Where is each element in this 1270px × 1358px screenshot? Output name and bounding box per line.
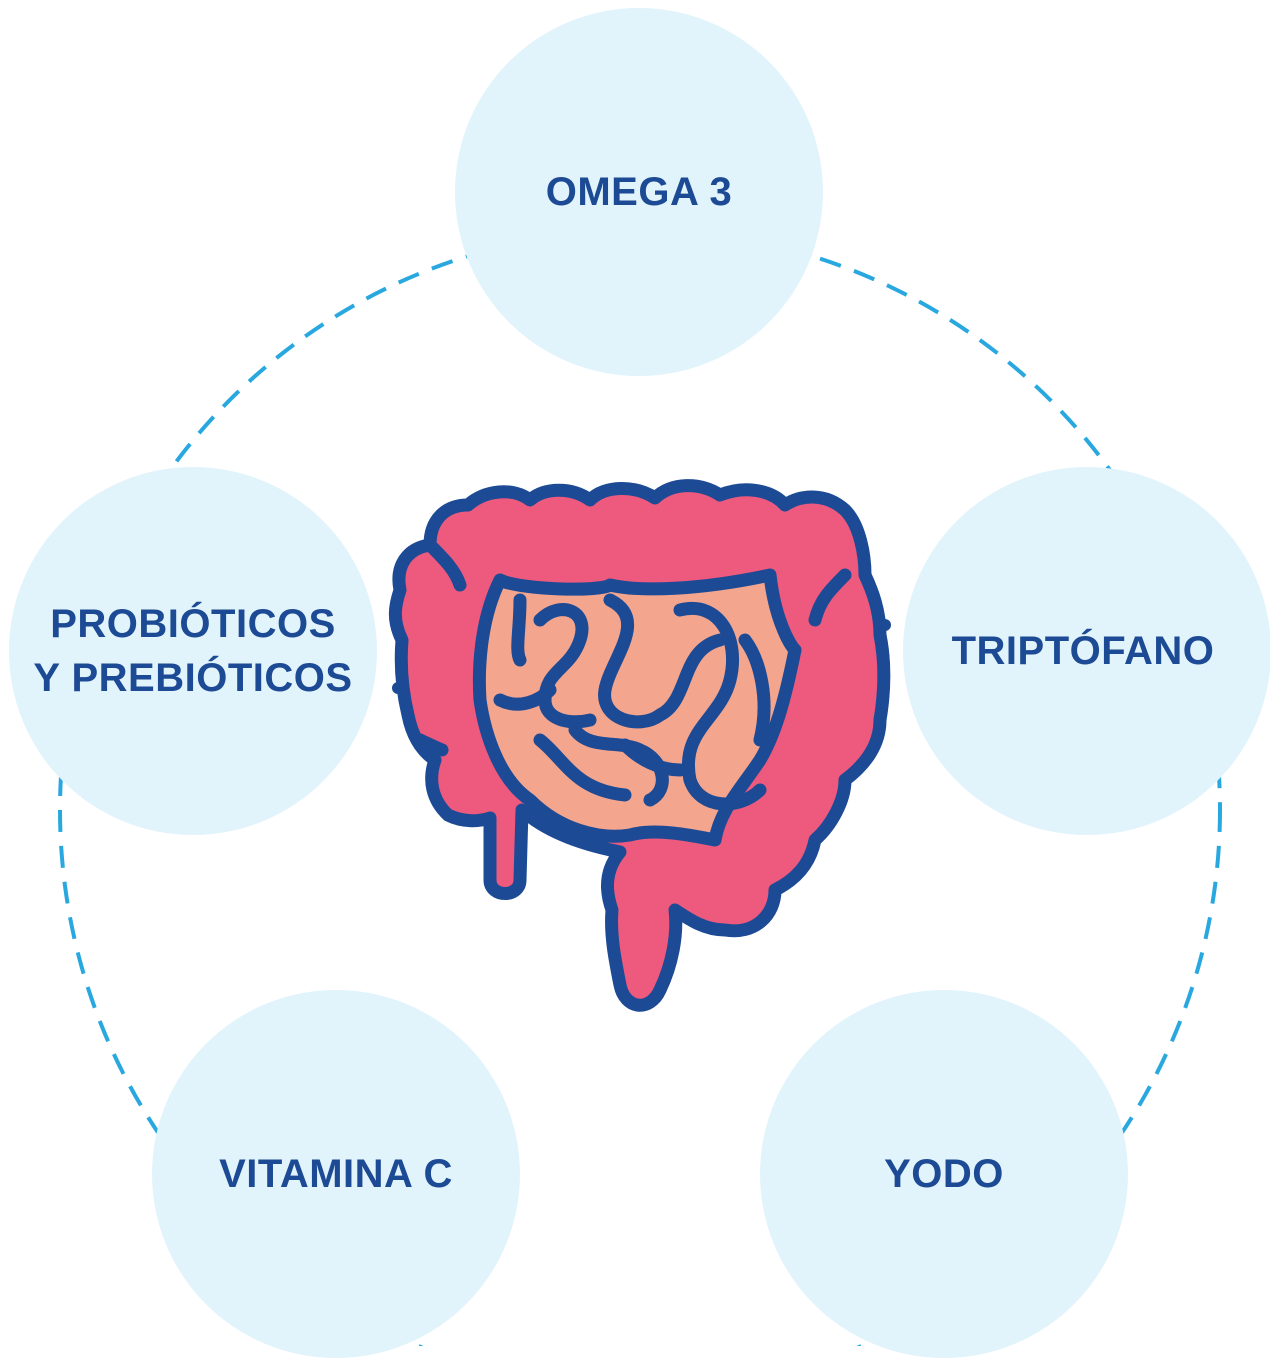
probioticos-label-line2: Y PREBIÓTICOS xyxy=(33,656,353,700)
yodo-label: YODO xyxy=(884,1152,1004,1196)
triptofano-circle: TRIPTÓFANO xyxy=(903,467,1270,835)
vitamina-c-label: VITAMINA C xyxy=(219,1152,453,1196)
omega-3-label: OMEGA 3 xyxy=(545,170,733,214)
probioticos-label-line1: PROBIÓTICOS xyxy=(50,602,336,646)
vitamina-c-circle: VITAMINA C xyxy=(152,990,520,1358)
triptofano-label: TRIPTÓFANO xyxy=(951,629,1215,673)
probioticos-label: PROBIÓTICOS Y PREBIÓTICOS xyxy=(33,597,352,705)
probioticos-circle: PROBIÓTICOS Y PREBIÓTICOS xyxy=(9,467,377,835)
yodo-circle: YODO xyxy=(760,990,1128,1358)
omega-3-circle: OMEGA 3 xyxy=(455,8,823,376)
